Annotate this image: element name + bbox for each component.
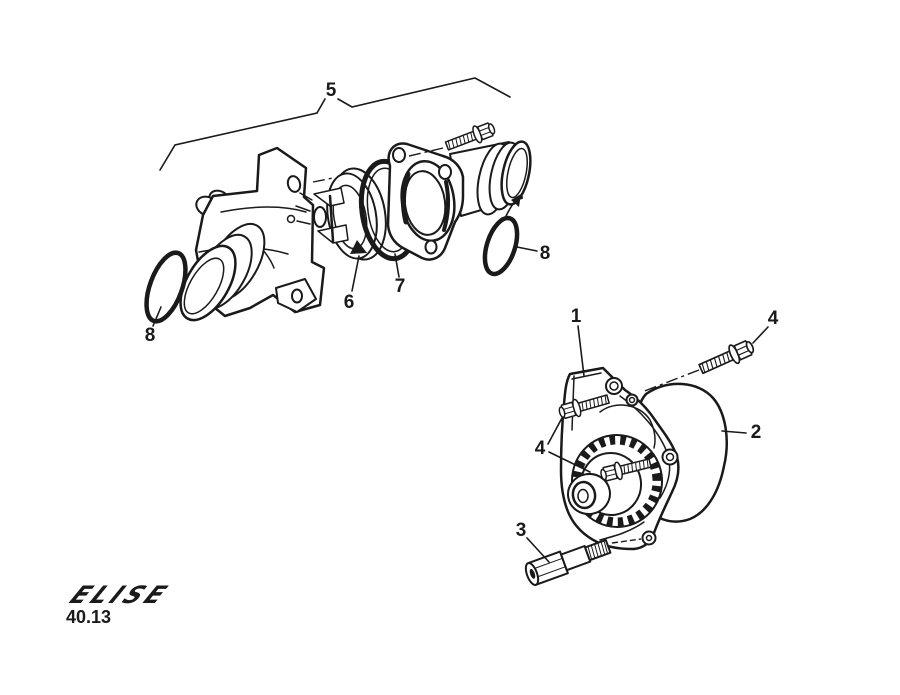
- callout-5-bracket: 5: [159, 77, 511, 171]
- pump-bolt-hole-inner: [645, 534, 653, 542]
- callout-8-right: 8: [540, 243, 551, 264]
- bore-shadow: [400, 171, 411, 225]
- pump-bolt-lower: [600, 458, 652, 482]
- outlet-elbow: [386, 140, 532, 261]
- callout-4-top: 4: [768, 308, 779, 329]
- bolt: [698, 340, 755, 375]
- thermostat-pin: [313, 206, 327, 228]
- pump-arch: [599, 404, 656, 449]
- bolt-head-cap: [558, 406, 566, 418]
- bolt-head-cap: [600, 468, 608, 481]
- pump-bolt-hole-inner: [665, 452, 675, 462]
- bracket-left-arm: [159, 98, 326, 171]
- o-ring: [144, 250, 188, 324]
- stud-hex-facets: [531, 557, 567, 579]
- callout-4-left-group: 4: [535, 417, 591, 473]
- callout-4-top-leader: [752, 326, 769, 344]
- bore-shadow: [442, 180, 451, 232]
- housing-contour: [220, 206, 307, 213]
- callout-4-left: 4: [535, 438, 546, 459]
- stud-socket-hole: [529, 568, 536, 579]
- bolt-centerline: [404, 147, 444, 158]
- bracket-right-arm: [337, 77, 511, 108]
- hub-bore: [577, 488, 589, 504]
- hub-ring: [571, 480, 597, 510]
- page-number: 40.13: [66, 607, 111, 627]
- fit-arrowhead: [511, 194, 521, 207]
- pipe-end: [500, 140, 532, 206]
- housing-ear-hole: [286, 175, 302, 193]
- callout-8-left: 8: [145, 325, 156, 346]
- callout-4-left-leaders: [547, 417, 591, 473]
- o-ring: [482, 215, 520, 277]
- elise-logo-text: ELISE: [64, 582, 175, 609]
- spout-opening: [179, 244, 237, 322]
- pipe-end-bore: [506, 147, 528, 199]
- pump-bolt-upper: [558, 394, 610, 420]
- pump-bolt-hole: [625, 393, 639, 407]
- o-ring-right: 8: [482, 194, 551, 277]
- pump-bolt-hole-inner: [628, 396, 636, 404]
- callout-2: 2: [751, 422, 762, 443]
- pump-stud: 3: [516, 520, 642, 586]
- stud-thread-section: [584, 538, 612, 562]
- callout-6-arrowhead: [350, 240, 367, 254]
- callout-6-leader: [351, 255, 360, 292]
- bolt-threads: [701, 351, 730, 374]
- pump-pulley: [567, 434, 664, 528]
- callout-7-leader: [394, 253, 400, 278]
- pump-inner-contour: [599, 521, 645, 541]
- spout-bore: [183, 257, 225, 315]
- pump-bolt-hole-inner: [609, 381, 619, 391]
- callout-3: 3: [516, 520, 527, 541]
- thermostat: 6: [295, 167, 387, 313]
- centerline-segment: [312, 177, 334, 183]
- pump-bolt-hole: [605, 377, 623, 395]
- water-pump: 1: [559, 306, 700, 551]
- bolt-threads: [581, 394, 607, 411]
- callout-1: 1: [571, 306, 582, 327]
- housing-lower-ear-hole: [291, 288, 303, 304]
- thermostat-post: [328, 194, 335, 243]
- callout-5: 5: [326, 80, 337, 101]
- callout-8-right-leader: [516, 246, 538, 252]
- flange-tab-edge: [571, 372, 602, 380]
- bolt-head-cap: [745, 340, 755, 354]
- pump-bolt-top-right: 4: [698, 308, 779, 375]
- stud: [524, 538, 612, 586]
- elbow-bolt: [404, 122, 496, 158]
- bolt-threads: [447, 131, 474, 150]
- flange-bolt-hole: [392, 147, 406, 163]
- bolt-head-cap: [487, 123, 496, 135]
- callout-6: 6: [344, 292, 355, 313]
- o-ring-left: 8: [144, 250, 188, 346]
- callout-7: 7: [395, 276, 406, 297]
- pump-bolt-hole: [661, 448, 679, 466]
- pump-bolt-hole: [641, 530, 657, 546]
- flange-bolt-hole: [424, 239, 438, 255]
- footer: ELISE 40.13: [64, 582, 175, 627]
- stud-shank: [560, 545, 592, 572]
- housing-boss: [286, 214, 296, 224]
- callout-1-leader: [577, 325, 585, 377]
- thermostat-spring: [295, 192, 313, 225]
- thermostat-housing: [179, 146, 326, 322]
- callout-2-leader: [721, 430, 747, 434]
- top-bolt-centerline: [641, 369, 700, 393]
- elise-logo: ELISE: [64, 582, 175, 609]
- flange-bolt-hole: [438, 164, 452, 180]
- callout-3-leader: [526, 537, 550, 563]
- callout-8-left-leader: [152, 306, 162, 327]
- stud-threads: [587, 540, 609, 561]
- bolt-threads: [623, 458, 649, 475]
- bolt: [444, 122, 496, 151]
- stud-centerline: [611, 538, 642, 544]
